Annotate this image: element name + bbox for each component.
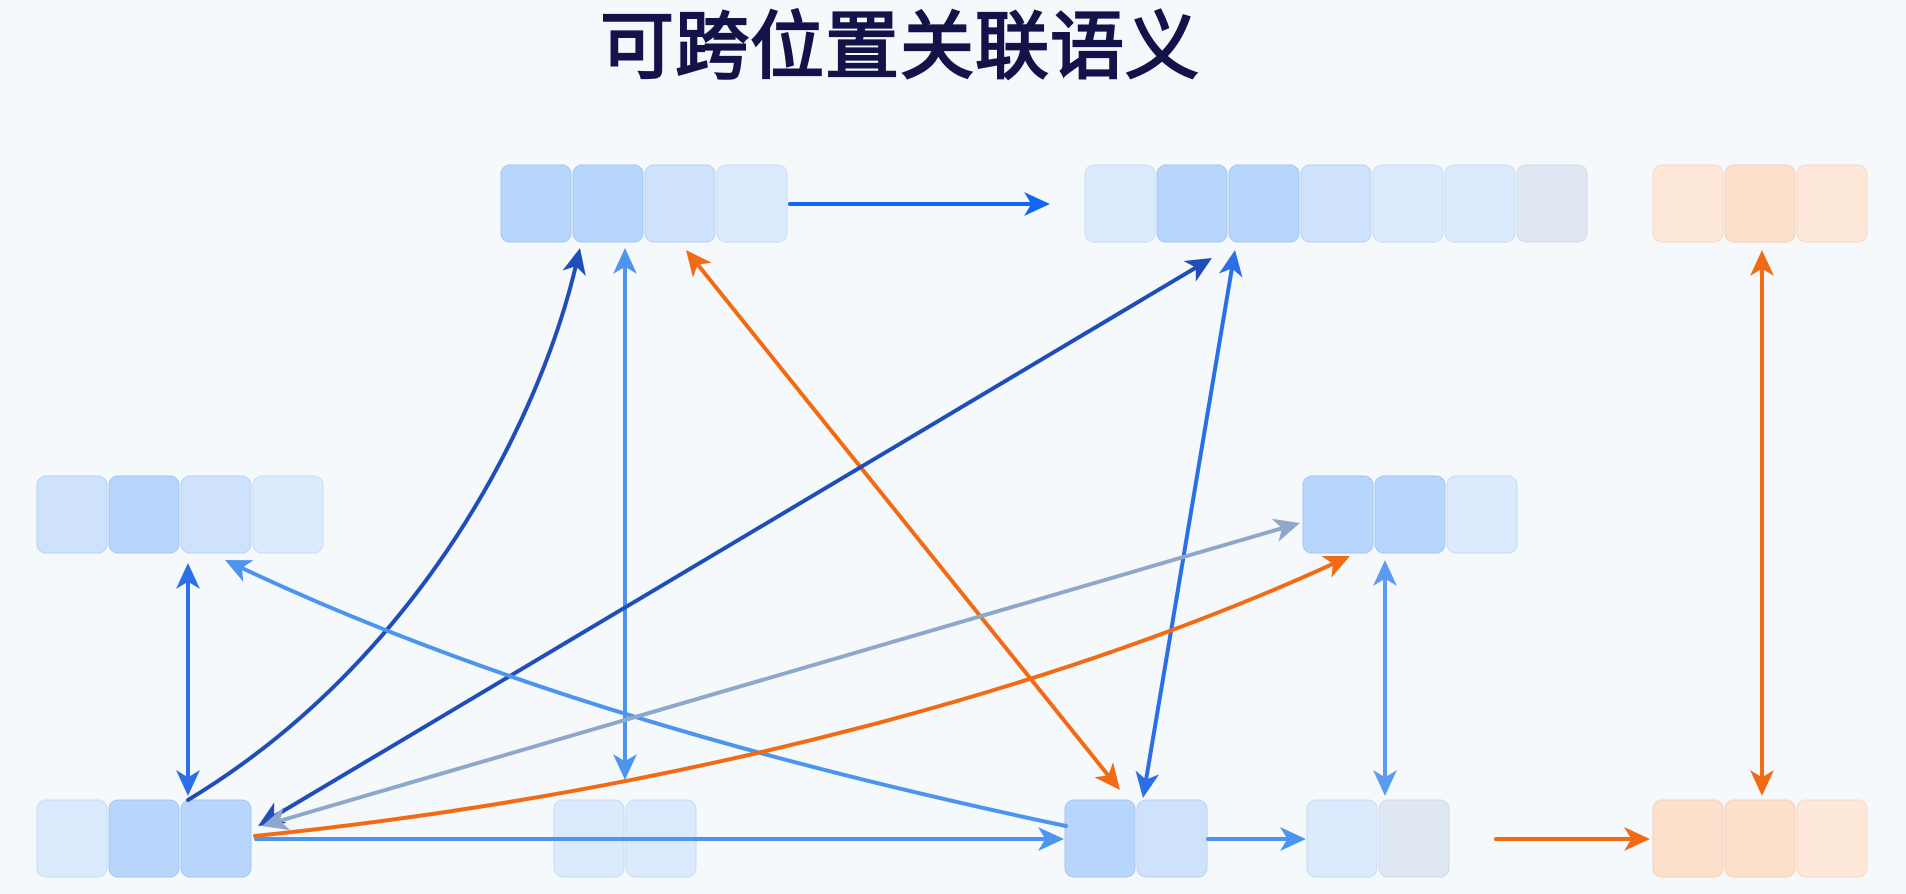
token-cell	[1228, 164, 1300, 243]
arrowhead-icon	[1373, 770, 1397, 796]
token-group-middle-left	[36, 475, 324, 554]
connections	[176, 192, 1774, 851]
arrowhead-icon	[1135, 770, 1160, 798]
arrowhead-icon	[1373, 560, 1397, 586]
connection-line	[693, 260, 1113, 780]
token-cell	[1064, 799, 1136, 878]
token-cell	[1136, 799, 1208, 878]
arrowhead-icon	[1038, 827, 1064, 851]
connection-top-middle-to-bottom-a	[258, 258, 1212, 826]
token-cell	[1378, 799, 1450, 878]
token-cell	[1796, 164, 1868, 243]
arrowhead-icon	[1024, 192, 1050, 216]
token-group-bottom-a	[36, 799, 252, 878]
token-cell	[1652, 164, 1724, 243]
arrowhead-icon	[262, 807, 291, 831]
token-cell	[1444, 164, 1516, 243]
token-cell	[1156, 164, 1228, 243]
token-cell	[1302, 475, 1374, 554]
token-cell	[1300, 164, 1372, 243]
token-group-bottom-d	[1306, 799, 1450, 878]
token-cell	[716, 164, 788, 243]
token-cell	[108, 475, 180, 554]
connection-top-middle-to-bottom-c	[1135, 250, 1243, 798]
connection-bottom-a-to-middle-right-orange	[253, 555, 1350, 838]
arrowhead-icon	[613, 754, 637, 780]
token-cell	[1372, 164, 1444, 243]
token-group-top-right	[1652, 164, 1868, 243]
token-group-top-middle	[1084, 164, 1588, 243]
arrowhead-icon	[686, 250, 712, 278]
connection-line	[269, 263, 1201, 821]
token-cell	[644, 164, 716, 243]
token-cell	[1652, 799, 1724, 878]
arrowhead-icon	[1183, 258, 1212, 282]
token-cell	[1724, 799, 1796, 878]
token-cell	[1446, 475, 1518, 554]
arrowhead-icon	[562, 248, 586, 277]
connection-top-left-to-bottom-c-orange	[686, 250, 1120, 790]
connection-line	[237, 564, 1068, 828]
token-cell	[180, 475, 252, 554]
connection-middle-right-to-bottom-d	[1373, 560, 1397, 796]
token-cell	[1796, 799, 1868, 878]
connection-bottom-a-to-middle-right-gray	[262, 518, 1300, 831]
connection-bottom-c-to-middle-left	[225, 560, 1068, 828]
connection-top-left-to-top-middle	[788, 192, 1050, 216]
token-groups	[36, 164, 1868, 878]
connection-line	[1143, 263, 1235, 785]
arrowhead-icon	[1094, 762, 1120, 790]
token-cell	[36, 799, 108, 878]
token-cell	[1084, 164, 1156, 243]
arrowhead-icon	[1750, 250, 1774, 276]
connection-top-right-to-bottom-e	[1750, 250, 1774, 796]
token-cell	[1374, 475, 1446, 554]
connection-line	[186, 261, 579, 802]
token-cell	[36, 475, 108, 554]
arrowhead-icon	[1218, 250, 1243, 278]
token-cell	[252, 475, 324, 554]
arrowhead-icon	[1271, 518, 1300, 542]
token-cell	[1306, 799, 1378, 878]
connection-top-left-to-bottom-b	[613, 248, 637, 780]
token-group-top-left	[500, 164, 788, 243]
token-group-bottom-e	[1652, 799, 1868, 878]
arrowhead-icon	[1624, 827, 1650, 851]
connection-bottom-d-to-bottom-e	[1494, 827, 1650, 851]
diagram-title: 可跨位置关联语义	[600, 4, 1200, 90]
arrowhead-icon	[1321, 555, 1350, 578]
token-cell	[180, 799, 252, 878]
token-cell	[500, 164, 572, 243]
connection-middle-left-to-bottom-a	[176, 563, 200, 796]
token-cell	[108, 799, 180, 878]
token-cell	[572, 164, 644, 243]
connection-line	[274, 525, 1288, 824]
arrowhead-icon	[225, 560, 254, 582]
arrowhead-icon	[613, 248, 637, 274]
token-cell	[1516, 164, 1588, 243]
token-cell	[1724, 164, 1796, 243]
token-group-middle-right	[1302, 475, 1518, 554]
token-group-bottom-c	[1064, 799, 1208, 878]
connection-line	[253, 560, 1338, 838]
arrowhead-icon	[176, 563, 200, 589]
arrowhead-icon	[1750, 770, 1774, 796]
connection-bottom-c-to-bottom-d	[1206, 827, 1306, 851]
arrowhead-icon	[176, 770, 200, 796]
connection-bottom-a-to-bottom-c	[254, 827, 1064, 851]
connection-bottom-a-to-top-left-curve	[186, 248, 586, 802]
arrowhead-icon	[1280, 827, 1306, 851]
